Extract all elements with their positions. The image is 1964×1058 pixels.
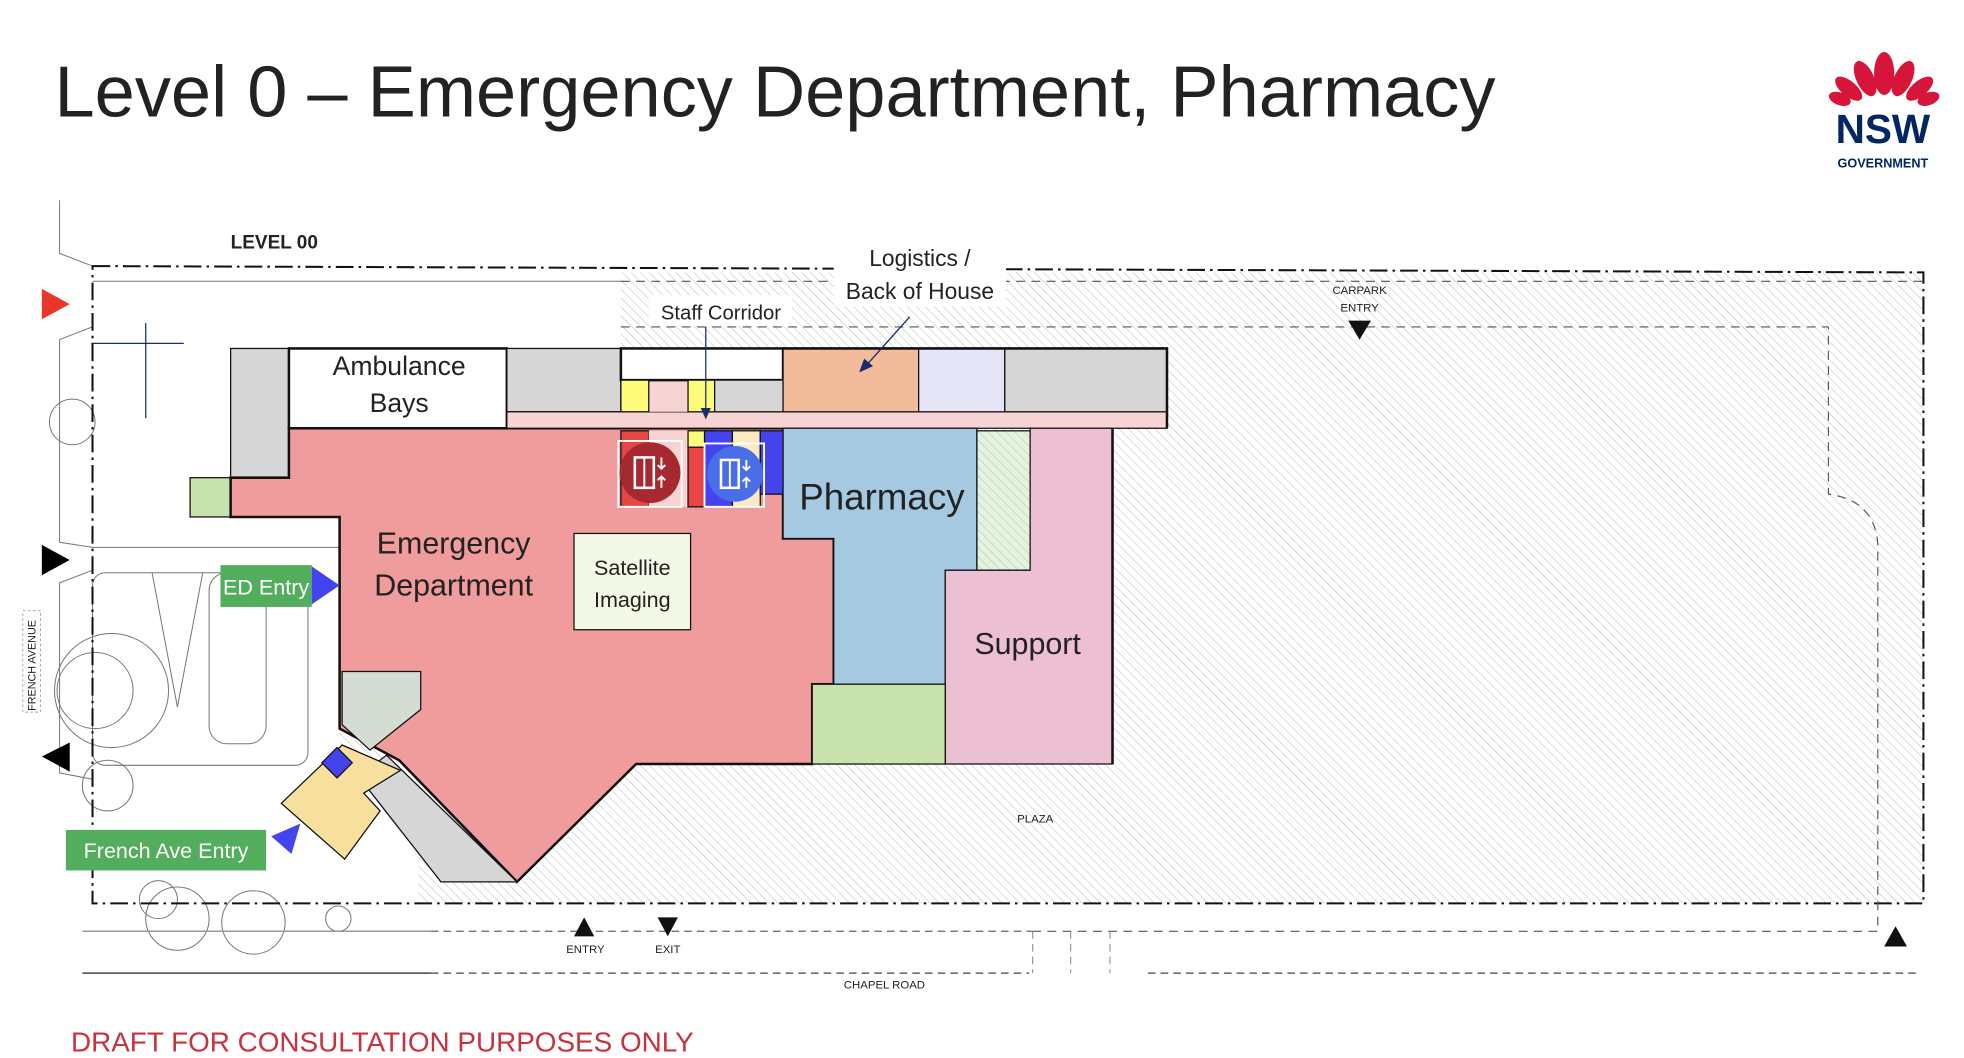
emergency-department-label: Department	[374, 569, 533, 603]
ed-entry-marker: ED Entry	[220, 565, 340, 607]
carpark-entry-triangle-icon	[1348, 320, 1371, 340]
french-ave-entry-marker: French Ave Entry	[65, 823, 301, 871]
ed-entry-label: ED Entry	[223, 575, 309, 599]
logistics-callout: Back of House	[846, 278, 994, 304]
french-avenue-label: FRENCH AVENUE	[27, 620, 39, 711]
entry-arrow-icon	[271, 823, 301, 855]
entry-arrow-icon	[311, 566, 340, 605]
french-ave-entry-label: French Ave Entry	[84, 839, 249, 863]
satellite-imaging-area	[573, 532, 692, 631]
entry-triangle-icon	[41, 544, 70, 576]
satellite-imaging-label: Satellite	[594, 556, 671, 580]
entry-triangle-icon	[41, 288, 70, 320]
nsw-government-logo: NSW GOVERNMENT	[1828, 51, 1940, 170]
ambulance-bays-label: Ambulance	[333, 351, 466, 381]
logistics-callout: Logistics /	[869, 245, 971, 271]
level-label: LEVEL 00	[231, 232, 318, 253]
entry-triangle-icon	[1884, 926, 1907, 947]
page-title: Level 0 – Emergency Department, Pharmacy	[55, 53, 1496, 133]
carpark-entry-label: CARPARK	[1332, 285, 1387, 297]
nsw-logo-text: NSW	[1836, 106, 1931, 152]
staff-corridor-callout: Staff Corridor	[661, 302, 781, 324]
floor-plan: LEVEL 00 Ambulance Bays Emergency Depart…	[22, 200, 1925, 991]
satellite-imaging-label: Imaging	[594, 588, 671, 612]
exit-triangle-icon	[657, 917, 678, 937]
exit-label: EXIT	[655, 944, 680, 956]
government-logo-text: GOVERNMENT	[1838, 156, 1929, 170]
draft-notice: DRAFT FOR CONSULTATION PURPOSES ONLY	[71, 1027, 694, 1058]
ambulance-bays-area	[287, 347, 509, 430]
exit-triangle-icon	[41, 742, 70, 772]
lift-icon	[617, 439, 683, 508]
entry-triangle-icon	[574, 917, 595, 937]
waratah-icon	[1828, 51, 1940, 106]
emergency-department-label: Emergency	[377, 527, 532, 561]
lift-icon	[703, 442, 766, 508]
pharmacy-label: Pharmacy	[799, 476, 965, 517]
chapel-road-label: CHAPEL ROAD	[844, 979, 925, 991]
entry-label: ENTRY	[566, 944, 605, 956]
logistics-area	[782, 347, 920, 413]
carpark-entry-label: ENTRY	[1340, 303, 1379, 315]
plaza-label: PLAZA	[1017, 813, 1053, 825]
ambulance-bays-label: Bays	[370, 388, 429, 418]
support-label: Support	[974, 627, 1081, 661]
